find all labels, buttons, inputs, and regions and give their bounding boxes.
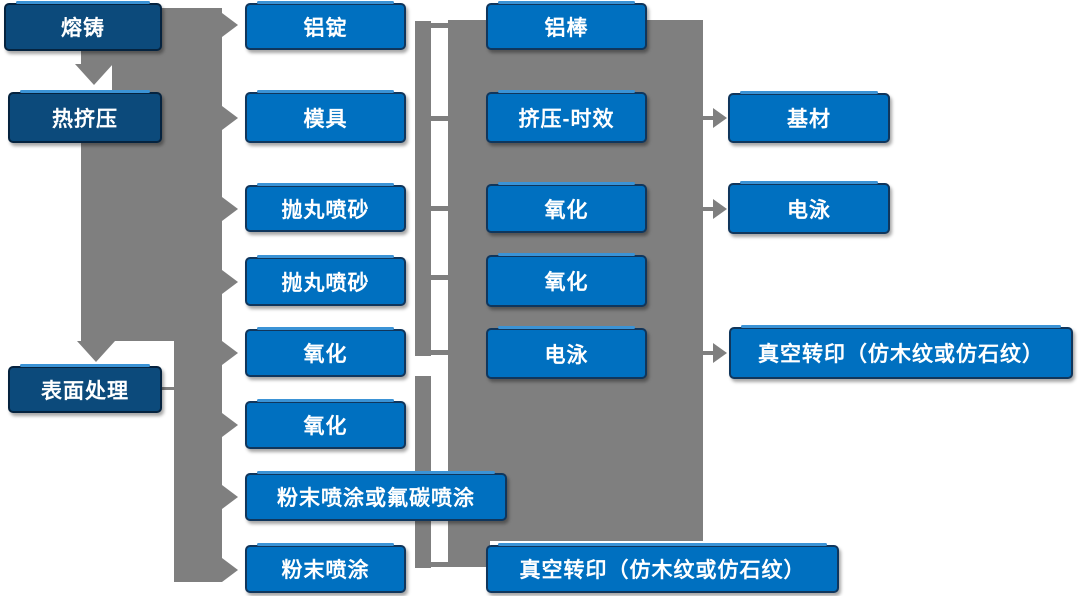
node-vacuum-transfer-bottom: 真空转印（仿木纹或仿石纹） bbox=[486, 543, 839, 593]
arrowhead-to-shot-blasting-2 bbox=[222, 270, 238, 294]
arrowhead-to-powder-or-fluorocarbon bbox=[222, 485, 238, 509]
node-mold: 模具 bbox=[245, 90, 406, 143]
connector-middle-bus-upper bbox=[415, 21, 431, 356]
node-melt-casting: 熔铸 bbox=[4, 1, 162, 51]
node-powder-coating: 粉末喷涂 bbox=[245, 543, 406, 593]
connector-surface-treatment-link bbox=[162, 387, 175, 390]
node-shot-blasting-2: 抛丸喷砂 bbox=[245, 255, 406, 306]
node-powder-or-fluorocarbon: 粉末喷涂或氟碳喷涂 bbox=[245, 471, 507, 521]
connector-left-widebar-bottom bbox=[81, 143, 174, 341]
connector-shaft-to-base-material bbox=[703, 116, 714, 120]
node-oxidation-1: 氧化 bbox=[245, 327, 406, 377]
node-extrusion-aging: 挤压-时效 bbox=[486, 90, 647, 143]
arrowhead-to-aluminum-ingot bbox=[222, 13, 238, 37]
arrowhead-to-electrophoresis bbox=[713, 199, 727, 219]
node-aluminum-rod: 铝棒 bbox=[486, 1, 647, 50]
node-oxidation-3: 氧化 bbox=[486, 182, 647, 233]
arrowhead-to-mold bbox=[222, 106, 238, 130]
node-electrophoresis-1: 电泳 bbox=[486, 326, 647, 379]
arrowhead-to-oxidation-1 bbox=[222, 341, 238, 365]
node-hot-extrusion: 热挤压 bbox=[8, 90, 162, 143]
connector-shaft-to-electrophoresis bbox=[703, 207, 714, 211]
connector-center-block-tab bbox=[448, 541, 490, 567]
node-oxidation-2: 氧化 bbox=[245, 399, 406, 449]
connector-left-stem bbox=[174, 8, 222, 582]
arrowhead-to-oxidation-2 bbox=[222, 413, 238, 437]
arrowhead-to-shot-blasting-1 bbox=[222, 197, 238, 221]
node-surface-treatment: 表面处理 bbox=[8, 364, 162, 413]
connector-middle-stub-bottom bbox=[431, 562, 448, 567]
connector-middle-stub-5 bbox=[431, 350, 448, 355]
node-electrophoresis-2: 电泳 bbox=[728, 181, 890, 234]
connector-middle-stub-2 bbox=[431, 116, 448, 121]
connector-middle-stub-1 bbox=[431, 23, 448, 28]
node-aluminum-ingot: 铝锭 bbox=[245, 1, 406, 50]
node-oxidation-4: 氧化 bbox=[486, 253, 647, 307]
arrowhead-to-base-material bbox=[713, 108, 727, 128]
connector-middle-stub-4 bbox=[431, 275, 448, 280]
node-vacuum-transfer-right: 真空转印（仿木纹或仿石纹） bbox=[729, 325, 1073, 379]
arrowhead-to-powder-coating bbox=[222, 558, 238, 582]
node-shot-blasting-1: 抛丸喷砂 bbox=[245, 183, 406, 232]
node-base-material: 基材 bbox=[728, 91, 890, 143]
arrowhead-to-surface-treatment bbox=[77, 341, 115, 362]
arrowhead-to-vacuum-transfer bbox=[713, 343, 727, 363]
connector-shaft-to-vacuum-transfer bbox=[703, 351, 714, 355]
connector-middle-stub-3 bbox=[431, 206, 448, 211]
arrowhead-to-hot-extrusion bbox=[75, 64, 113, 85]
